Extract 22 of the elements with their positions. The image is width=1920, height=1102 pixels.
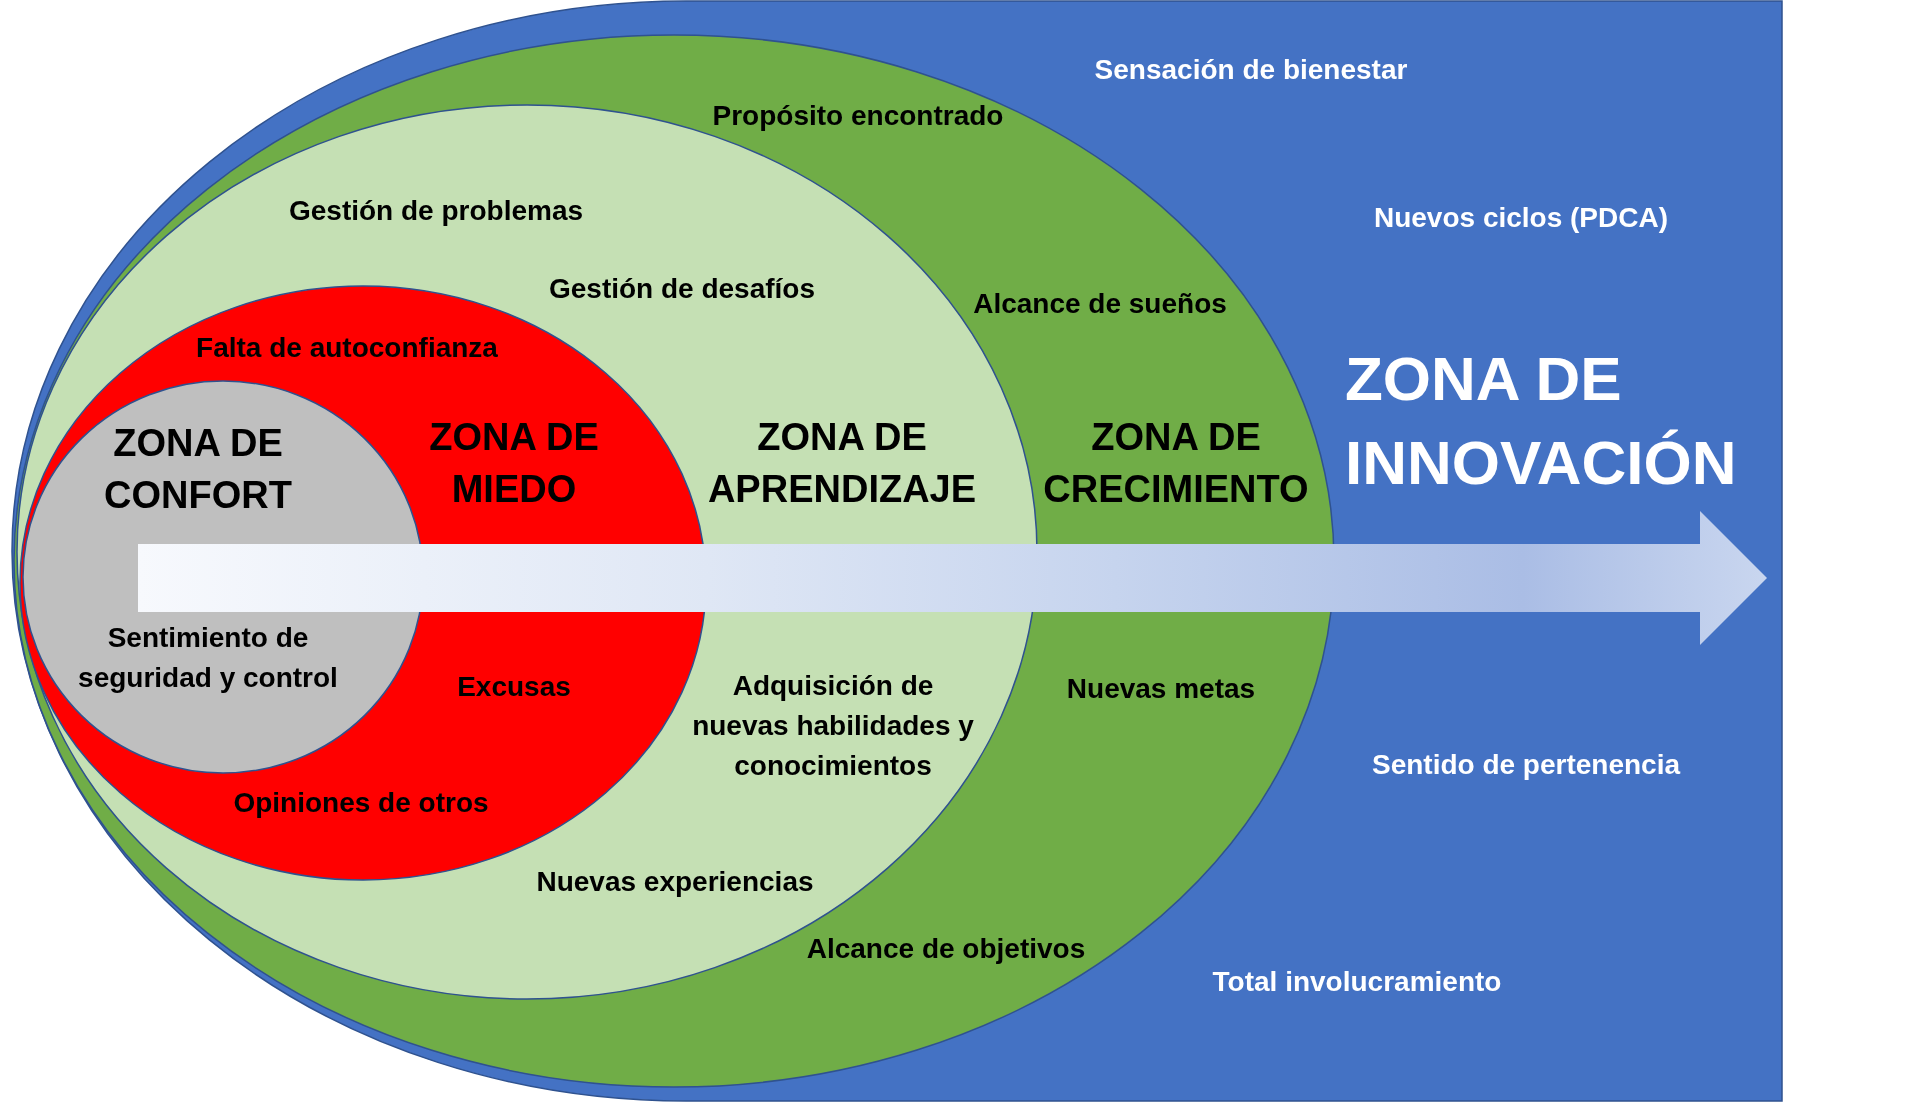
zone-label: Nuevas metas (1066, 672, 1256, 706)
zone-label: Propósito encontrado (712, 99, 1004, 133)
zone-title: ZONA DE MIEDO (428, 415, 600, 512)
zone-label: Gestión de desafíos (548, 272, 816, 306)
zone-label: Sentimiento de seguridad y control (77, 621, 339, 695)
zone-label: Sensación de bienestar (1094, 53, 1408, 87)
zone-label: Falta de autoconfianza (196, 331, 498, 365)
zone-label: Opiniones de otros (233, 786, 489, 820)
zone-title: ZONA DE CONFORT (103, 421, 293, 518)
zone-label: Alcance de sueños (973, 287, 1227, 321)
zone-title: ZONA DE APRENDIZAJE (706, 415, 978, 512)
zone-label: Nuevos ciclos (PDCA) (1373, 201, 1669, 235)
zone-label: Adquisición de nuevas habilidades y conocimientos (691, 669, 975, 783)
zone-label: Nuevas experiencias (536, 865, 814, 899)
zone-label: Alcance de objetivos (806, 932, 1086, 966)
zone-label: Total involucramiento (1212, 965, 1502, 999)
zone-label: Sentido de pertenencia (1371, 748, 1681, 782)
zone-label: Gestión de problemas (288, 194, 584, 228)
zone-title: ZONA DE CRECIMIENTO (1042, 415, 1310, 512)
zone-area (10, 0, 1784, 1102)
zone-title: ZONA DE INNOVACIÓN (1345, 343, 1738, 499)
zone-label: Excusas (457, 670, 571, 704)
